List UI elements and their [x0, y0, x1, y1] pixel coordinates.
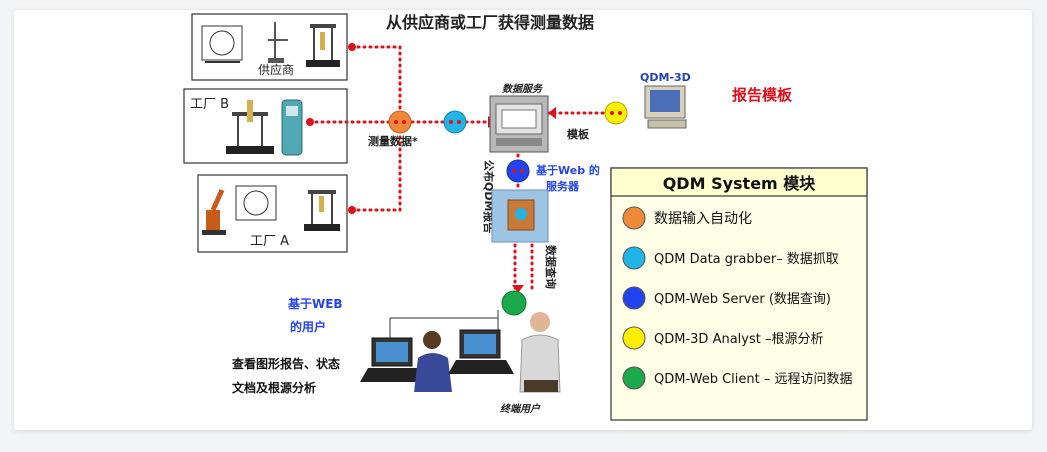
legend-item: 数据输入自动化 — [622, 206, 752, 230]
web-client-module-node — [501, 290, 527, 316]
end-user-label: 终端用户 — [500, 403, 541, 415]
legend-item-label: 数据输入自动化 — [654, 211, 752, 227]
measure-data-label: 测量数据* — [368, 134, 418, 148]
web-user-label-line2: 的用户 — [290, 319, 326, 334]
legend-item-label: QDM Data grabber– 数据抓取 — [654, 252, 839, 267]
source-supplier: 供应商 — [191, 13, 348, 81]
web-server-label-line1: 基于Web 的 — [535, 163, 600, 177]
diagram-title: 从供应商或工厂获得测量数据 — [386, 13, 594, 32]
view-reports-label-line1: 查看图形报告、状态 — [231, 356, 340, 371]
data-query-label: 数据查询 — [544, 245, 558, 289]
legend-swatch — [622, 286, 646, 310]
cmm-machine-icon — [235, 185, 277, 221]
cmm-machine-icon — [201, 25, 243, 63]
data-input-module-node — [388, 110, 412, 134]
factory-b-label: 工厂 B — [190, 97, 229, 112]
source-factory-b: 工厂 B — [183, 88, 348, 164]
report-template-label: 报告模板 — [732, 86, 793, 104]
view-reports-label-line2: 文档及根源分析 — [232, 380, 316, 395]
user-man-icon — [519, 312, 561, 393]
web-server-module-node — [506, 159, 530, 183]
web-user-label-line1: 基于WEB — [287, 296, 343, 311]
analyst-module-node — [604, 101, 628, 125]
legend-swatch — [622, 206, 646, 230]
supplier-label: 供应商 — [258, 62, 294, 77]
laptop-icon — [360, 337, 426, 382]
web-server-label-line2: 服务器 — [546, 179, 580, 193]
height-gauge-icon — [268, 22, 288, 63]
legend-swatch — [622, 366, 646, 390]
legend-item: QDM Data grabber– 数据抓取 — [622, 246, 839, 270]
factory-a-label: 工厂 A — [250, 234, 289, 249]
web-server-graphic-icon — [491, 189, 549, 243]
qdm3d-computer-icon — [644, 85, 687, 129]
bridge-cmm-icon — [226, 100, 274, 154]
end-users-illustration — [360, 310, 561, 393]
user-woman-icon — [414, 331, 452, 392]
legend-swatch — [622, 326, 646, 350]
data-server-icon — [489, 95, 549, 153]
legend-item: QDM-Web Server (数据查询) — [622, 286, 831, 310]
legend-item: QDM-Web Client – 远程访问数据 — [622, 366, 853, 390]
legend-item: QDM-3D Analyst –根源分析 — [622, 326, 823, 350]
legend-item-label: QDM-Web Client – 远程访问数据 — [654, 372, 853, 387]
legend-item-label: QDM-3D Analyst –根源分析 — [654, 332, 823, 347]
data-grabber-module-node — [443, 110, 467, 134]
handheld-device-icon — [281, 99, 303, 156]
bridge-cmm-icon — [304, 190, 340, 231]
legend-panel: QDM System 模块 数据输入自动化 QDM Data grabber– 数… — [610, 167, 868, 421]
legend-item-label: QDM-Web Server (数据查询) — [654, 292, 831, 307]
bridge-cmm-icon — [306, 24, 340, 67]
source-factory-a: 工厂 A — [197, 174, 348, 253]
qdm3d-label: QDM-3D — [640, 71, 691, 84]
legend-swatch — [622, 246, 646, 270]
template-label: 模板 — [567, 127, 590, 141]
legend-title: QDM System 模块 — [663, 174, 817, 193]
robot-arm-icon — [202, 188, 226, 235]
data-service-label: 数据服务 — [502, 83, 544, 95]
laptop-icon — [448, 329, 514, 374]
